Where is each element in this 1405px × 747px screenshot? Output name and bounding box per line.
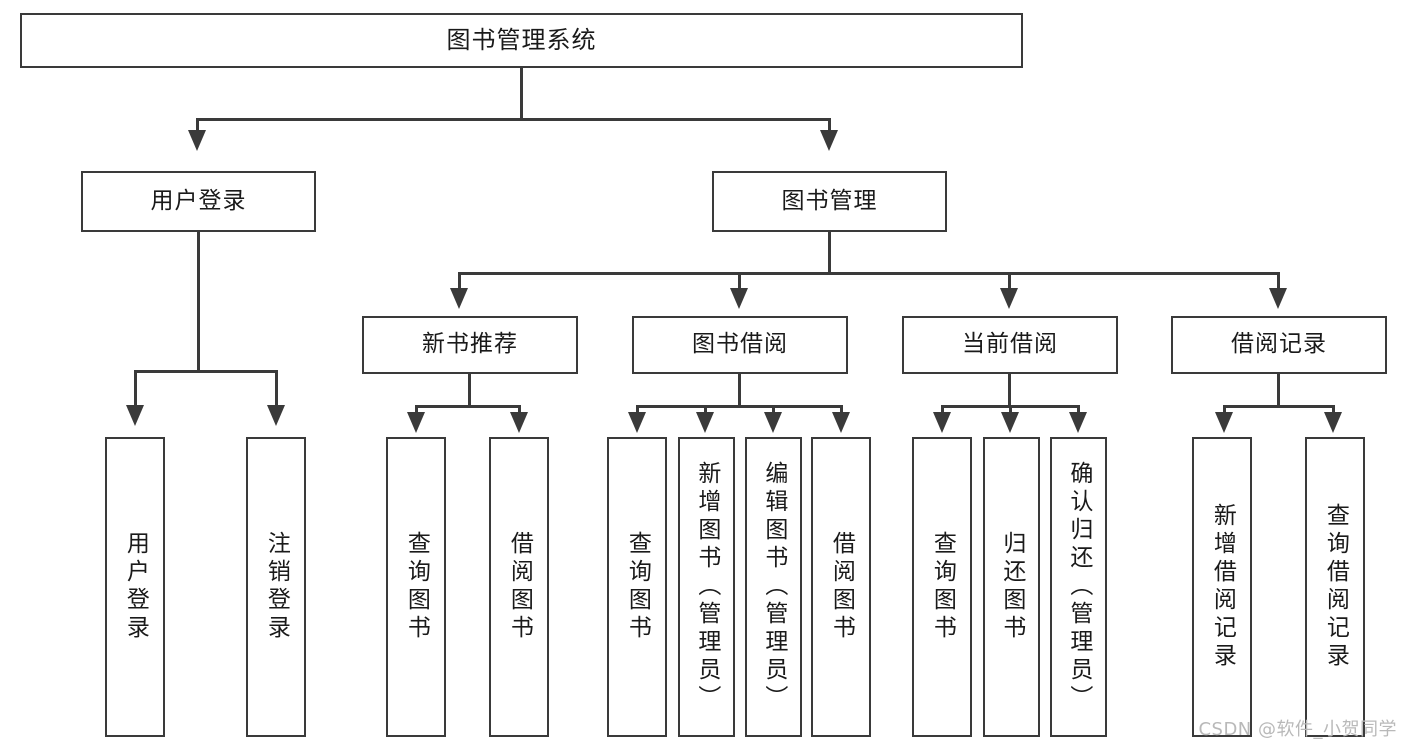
leaf-new-book-borrow-book[interactable]: 借阅图书 bbox=[489, 437, 549, 737]
leaf-book-borrow-edit-book-admin[interactable]: 编辑图书（管理员） bbox=[745, 437, 802, 737]
node-borrow-record[interactable]: 借阅记录 bbox=[1171, 316, 1387, 374]
leaf-current-borrow-query-book[interactable]: 查询图书 bbox=[912, 437, 972, 737]
edge-user-login-drop-2 bbox=[275, 370, 278, 412]
leaf-label: 归还图书 bbox=[998, 531, 1025, 643]
edge-root-bus bbox=[196, 118, 831, 121]
node-root-book-management-system[interactable]: 图书管理系统 bbox=[20, 13, 1023, 68]
arrow-borrow-record-leaf-2 bbox=[1324, 412, 1342, 433]
leaf-current-borrow-confirm-return-admin[interactable]: 确认归还（管理员） bbox=[1050, 437, 1107, 737]
arrow-bm-to-borrow-record bbox=[1269, 288, 1287, 309]
leaf-label: 查询图书 bbox=[403, 531, 430, 643]
leaf-borrow-record-query-record[interactable]: 查询借阅记录 bbox=[1305, 437, 1365, 737]
node-book-management[interactable]: 图书管理 bbox=[712, 171, 947, 232]
arrow-root-to-user-login bbox=[188, 130, 206, 151]
leaf-current-borrow-return-book[interactable]: 归还图书 bbox=[983, 437, 1040, 737]
leaf-label: 借阅图书 bbox=[506, 531, 533, 643]
edge-new-book-stem bbox=[468, 374, 471, 407]
edge-root-stem bbox=[520, 68, 523, 120]
arrow-user-login-leaf-2 bbox=[267, 405, 285, 426]
leaf-new-book-query-book[interactable]: 查询图书 bbox=[386, 437, 446, 737]
watermark-text: CSDN @软件_小贺同学 bbox=[1198, 719, 1397, 740]
edge-bm-drop-book-borrow bbox=[738, 272, 741, 298]
leaf-label: 新增图书（管理员） bbox=[693, 461, 720, 713]
leaf-book-borrow-query-book[interactable]: 查询图书 bbox=[607, 437, 667, 737]
edge-book-borrow-bus bbox=[636, 405, 843, 408]
leaf-label: 查询图书 bbox=[929, 531, 956, 643]
node-current-borrow[interactable]: 当前借阅 bbox=[902, 316, 1118, 374]
arrow-current-borrow-leaf-2 bbox=[1001, 412, 1019, 433]
arrow-book-borrow-leaf-3 bbox=[764, 412, 782, 433]
arrow-current-borrow-leaf-3 bbox=[1069, 412, 1087, 433]
leaf-label: 确认归还（管理员） bbox=[1065, 461, 1092, 713]
arrow-borrow-record-leaf-1 bbox=[1215, 412, 1233, 433]
edge-book-management-stem bbox=[828, 232, 831, 274]
node-book-borrow[interactable]: 图书借阅 bbox=[632, 316, 848, 374]
leaf-user-login-logout[interactable]: 注销登录 bbox=[246, 437, 306, 737]
arrow-root-to-book-management bbox=[820, 130, 838, 151]
leaf-label: 查询借阅记录 bbox=[1322, 503, 1349, 671]
node-new-book-recommend[interactable]: 新书推荐 bbox=[362, 316, 578, 374]
arrow-user-login-leaf-1 bbox=[126, 405, 144, 426]
leaf-label: 借阅图书 bbox=[828, 531, 855, 643]
leaf-borrow-record-add-record[interactable]: 新增借阅记录 bbox=[1192, 437, 1252, 737]
arrow-book-borrow-leaf-1 bbox=[628, 412, 646, 433]
leaf-label: 编辑图书（管理员） bbox=[760, 461, 787, 713]
edge-user-login-bus bbox=[134, 370, 278, 373]
edge-current-borrow-stem bbox=[1008, 374, 1011, 407]
arrow-bm-to-current-borrow bbox=[1000, 288, 1018, 309]
arrow-bm-to-book-borrow bbox=[730, 288, 748, 309]
edge-bm-drop-current-borrow bbox=[1008, 272, 1011, 298]
leaf-label: 用户登录 bbox=[122, 531, 149, 643]
edge-book-management-bus bbox=[458, 272, 1280, 275]
edge-book-borrow-stem bbox=[738, 374, 741, 407]
leaf-book-borrow-add-book-admin[interactable]: 新增图书（管理员） bbox=[678, 437, 735, 737]
arrow-new-book-leaf-2 bbox=[510, 412, 528, 433]
arrow-book-borrow-leaf-2 bbox=[696, 412, 714, 433]
edge-borrow-record-bus bbox=[1223, 405, 1335, 408]
leaf-label: 注销登录 bbox=[263, 531, 290, 643]
node-user-login[interactable]: 用户登录 bbox=[81, 171, 316, 232]
leaf-book-borrow-borrow-book[interactable]: 借阅图书 bbox=[811, 437, 871, 737]
leaf-label: 新增借阅记录 bbox=[1209, 503, 1236, 671]
edge-user-login-drop-1 bbox=[134, 370, 137, 412]
edge-new-book-bus bbox=[415, 405, 521, 408]
leaf-label: 查询图书 bbox=[624, 531, 651, 643]
arrow-bm-to-new-book bbox=[450, 288, 468, 309]
edge-bm-drop-new-book bbox=[458, 272, 461, 298]
edge-borrow-record-stem bbox=[1277, 374, 1280, 407]
arrow-book-borrow-leaf-4 bbox=[832, 412, 850, 433]
edge-user-login-stem bbox=[197, 232, 200, 372]
leaf-user-login-login[interactable]: 用户登录 bbox=[105, 437, 165, 737]
arrow-current-borrow-leaf-1 bbox=[933, 412, 951, 433]
edge-bm-drop-borrow-record bbox=[1277, 272, 1280, 298]
arrow-new-book-leaf-1 bbox=[407, 412, 425, 433]
